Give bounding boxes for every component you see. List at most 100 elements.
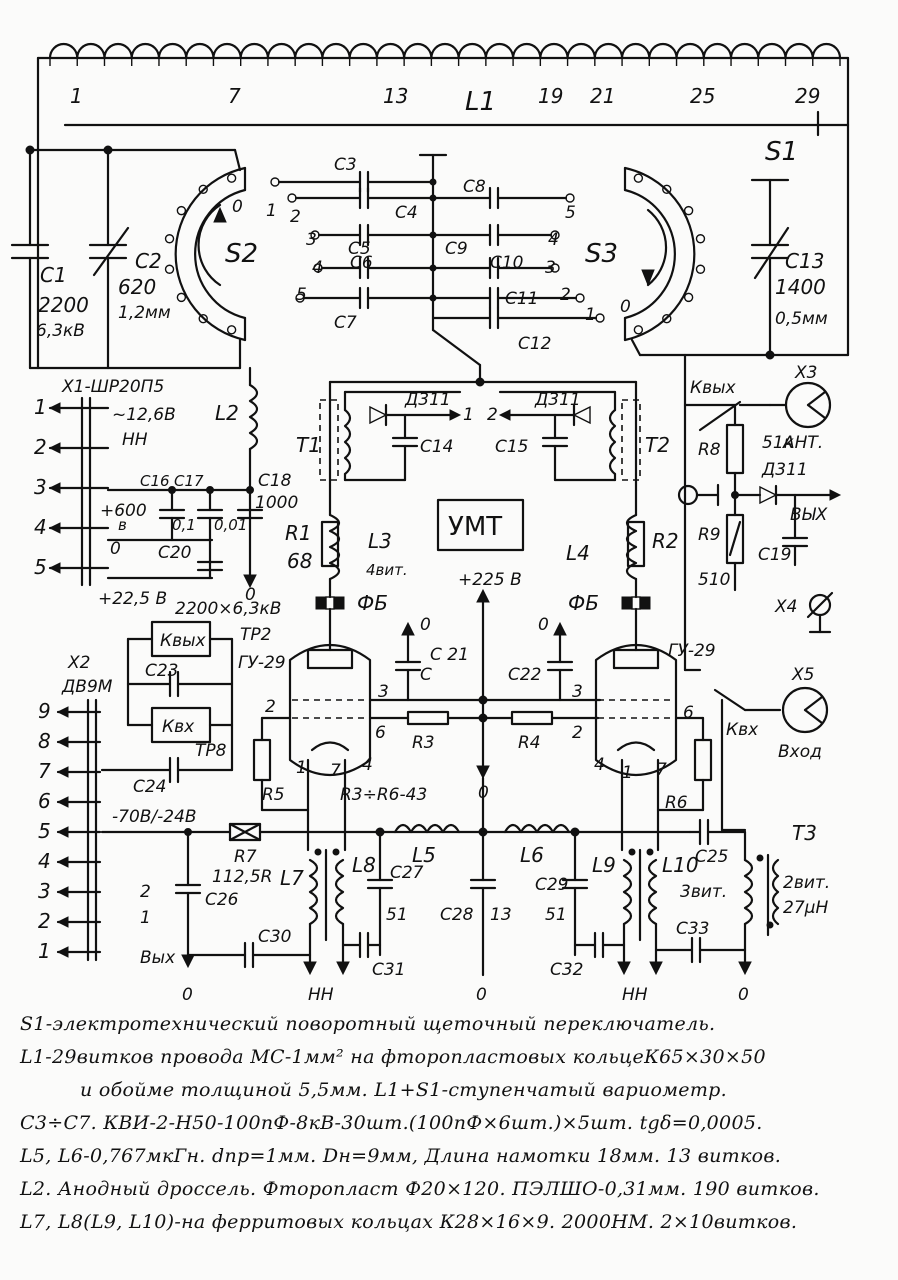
tube-left-pin7: 7 [330, 761, 341, 781]
anode-left: R1 68 L3 4вит. ФБ [285, 513, 408, 652]
relay-kvyh-contact: Квых [690, 378, 737, 398]
l1-tap-7: 7 [228, 84, 241, 108]
note-l5-l6: L5, L6-0,767мкГн. dпр=1мм. Dн=9мм, Длина… [20, 1145, 782, 1167]
fb-right-label: ФБ [568, 591, 599, 615]
s2-label: S2 [225, 239, 258, 269]
switch-contact-hole [176, 292, 187, 303]
l1-tap-19: 19 [538, 84, 563, 108]
s2-position-zero: 0 [232, 197, 243, 217]
bank-right-2: 2 [560, 285, 571, 305]
bank-left-1: 1 [266, 201, 277, 221]
tube-left-pin4: 4 [362, 755, 373, 775]
switch-contact-hole [695, 234, 706, 244]
l10-label: L10 [662, 853, 699, 877]
l1-tap-13: 13 [383, 84, 408, 108]
c28-zero: 0 [476, 985, 487, 1005]
l1-label: L1 [465, 87, 496, 117]
c8-label: C8 [463, 177, 486, 197]
c5-label: C5 [348, 239, 371, 259]
relay-tr2-label: ТР2 [240, 625, 271, 645]
l2-zero: 0 [245, 585, 256, 605]
note-l7-l10: L7, L8(L9, L10)-на ферритовых кольцах К2… [20, 1211, 798, 1233]
c4-label: C4 [395, 203, 418, 223]
note-l1: L1-29витков провода МС-1мм² на фтороплас… [20, 1046, 766, 1068]
x1-pin-label: 4 [34, 515, 47, 539]
c30-label: C30 [258, 927, 292, 947]
l7-nn: НН [308, 985, 334, 1005]
x2-pin-label: 1 [38, 939, 51, 963]
c33-zero: 0 [738, 985, 749, 1005]
r8-label: R8 [698, 440, 721, 460]
switch-contact-hole [226, 325, 237, 335]
cathode-network: L5 L6 C28 13 0 C27 51 C29 51 [280, 758, 752, 1005]
note-variometer: и обойме толщиной 5,5мм. L1+S1-ступенчат… [80, 1079, 727, 1101]
input-capacitors: C1 2200 6,3кВ C2 620 1,2мм [10, 145, 242, 370]
tube-right-pin4: 4 [594, 755, 605, 775]
r4-label: R4 [518, 733, 541, 753]
c32-label: C32 [550, 960, 584, 980]
bank-left-4: 4 [312, 258, 323, 278]
c25-label: C25 [695, 847, 729, 867]
l6-label: L6 [520, 843, 544, 867]
r9-label: R9 [698, 525, 721, 545]
umt-label: УМТ [448, 512, 502, 542]
fb-left-label: ФБ [357, 591, 388, 615]
bank-contact [270, 177, 280, 187]
s1-label: S1 [765, 137, 798, 167]
tube-right-pin6: 6 [683, 703, 694, 723]
x2-pin-label: 4 [38, 849, 51, 873]
c21-label: C 21 [430, 645, 469, 665]
c13-rating: 0,5мм [775, 309, 828, 329]
x2-type: ДВ9М [61, 677, 113, 697]
switch-contact-hole [198, 184, 208, 195]
c26-label: C26 [205, 890, 239, 910]
tube-left-pin3: 3 [378, 682, 389, 702]
switch-contact-hole [633, 325, 644, 335]
x1-pin-label: 5 [34, 555, 47, 579]
x2-pin-label: 3 [38, 879, 51, 903]
tube-right: ГУ-29 [594, 641, 716, 777]
c10-label: C10 [490, 253, 524, 273]
c29-label: C29 [535, 875, 569, 895]
bank-right-3: 3 [545, 258, 556, 278]
x2-neg-label: -70В/-24В [112, 807, 197, 827]
inductor-l1: L1 1 7 13 19 21 25 29 S1 [36, 42, 850, 370]
switch-contact-hole [633, 173, 644, 183]
b225-label: +225 В [458, 570, 522, 590]
switch-contact-hole [198, 313, 208, 324]
relay-coils: Квых ТР2 Квх ТР8 C23 C24 [100, 620, 271, 797]
switch-contact-hole [176, 205, 187, 216]
schematic-diagram: L1 1 7 13 19 21 25 29 S1 C1 2200 6,3кВ C… [10, 42, 850, 1005]
c13-label: C13 [785, 249, 824, 273]
l2-label: L2 [215, 401, 239, 425]
t1-label: T1 [296, 433, 321, 457]
x2-pin-label: 7 [38, 759, 51, 783]
relay-kvyh-label: Квых [160, 631, 207, 651]
note-c3-c7: C3÷C7. КВИ-2-Н50-100пФ-8кВ-30шт.(100пФ×6… [20, 1112, 763, 1134]
x2-out-2: 2 [140, 882, 151, 902]
transformer-t1: T1 Д311 1 C14 [296, 390, 474, 482]
tube-right-pin2: 2 [572, 723, 583, 743]
switch-contact-hole [164, 234, 175, 244]
r3-r6-note: R3÷R6-43 [340, 785, 427, 805]
c21-c-label: C [420, 665, 432, 685]
x2-pin-label: 2 [38, 909, 51, 933]
c13-value: 1400 [775, 275, 826, 299]
c20-label: C20 [158, 543, 192, 563]
l5-label: L5 [412, 843, 436, 867]
r5-label: R5 [262, 785, 285, 805]
relay-tr8-label: ТР8 [195, 741, 227, 761]
t2-label: T2 [645, 433, 670, 457]
c11-label: C11 [505, 289, 539, 309]
c17-label: C17 [174, 472, 204, 490]
ant-label: АНТ. [782, 433, 823, 453]
l10-turns: 3вит. [680, 882, 727, 902]
capacitor-c13: C13 1400 0,5мм [750, 123, 850, 360]
relay-kvh-label: Квх [162, 717, 195, 737]
x1-supply: ~12,6В [112, 405, 176, 425]
c22-label: C22 [508, 665, 542, 685]
switch-contact-hole [683, 205, 694, 216]
vhod-label: Вход [778, 742, 822, 762]
supply-225: +225 В [458, 570, 522, 717]
